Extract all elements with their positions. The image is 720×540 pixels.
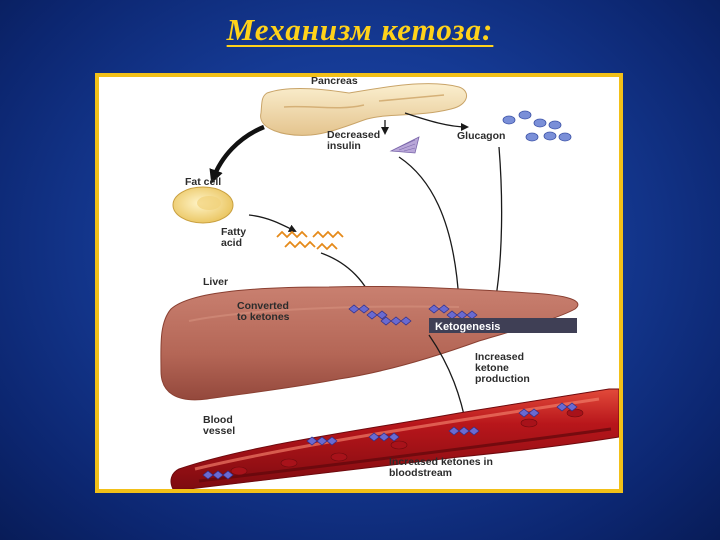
liver-label: Liver [203, 276, 228, 288]
arrow-glucagon-to-ketogenesis [492, 146, 503, 305]
fatty-acid-label-line2: acid [221, 237, 242, 249]
converted-label-line1: Converted [237, 300, 289, 312]
blood-vessel-label-line2: vessel [203, 425, 235, 437]
decreased-insulin-label-line1: Decreased [327, 129, 380, 141]
liver-ketone-molecules [348, 304, 478, 326]
converted-label-line2: to ketones [237, 311, 290, 323]
diagram-frame: Pancreas Decreased insulin Glucagon Fat … [95, 73, 623, 493]
increased-blood-label-line1: Increased ketones in [389, 456, 493, 468]
ketosis-diagram: Pancreas Decreased insulin Glucagon Fat … [160, 77, 619, 489]
glucagon-dots [502, 110, 572, 142]
decreased-insulin-label-line2: insulin [327, 140, 361, 152]
arrow-pancreas-to-glucagon [404, 112, 469, 131]
increased-production-label-line2: ketone [475, 362, 509, 374]
blood-vessel-label-line1: Blood [203, 414, 233, 426]
increased-production-label-line1: Increased [475, 351, 524, 363]
pancreas-shape [260, 83, 467, 136]
fatty-acid-label-line1: Fatty [221, 226, 246, 238]
arrow-fatcell-to-fattyacid [248, 214, 297, 232]
fat-cell-shape [172, 186, 234, 224]
fatty-acid-chains [276, 230, 344, 251]
slide-title: Механизм кетоза: [226, 12, 494, 47]
bloodstream-ketone-molecules [202, 402, 578, 480]
ketogenesis-badge: Ketogenesis [429, 318, 577, 333]
glucagon-label: Glucagon [457, 130, 505, 142]
arrow-insulin-to-ketogenesis [398, 156, 463, 304]
pancreas-label: Pancreas [311, 77, 358, 87]
increased-production-label-line3: production [475, 373, 530, 385]
fat-cell-label: Fat cell [185, 176, 221, 188]
ketogenesis-label: Ketogenesis [435, 321, 500, 333]
arrow-pancreas-to-fatcell [209, 124, 265, 184]
increased-blood-label-line2: bloodstream [389, 467, 452, 479]
insulin-triangle [389, 136, 420, 154]
